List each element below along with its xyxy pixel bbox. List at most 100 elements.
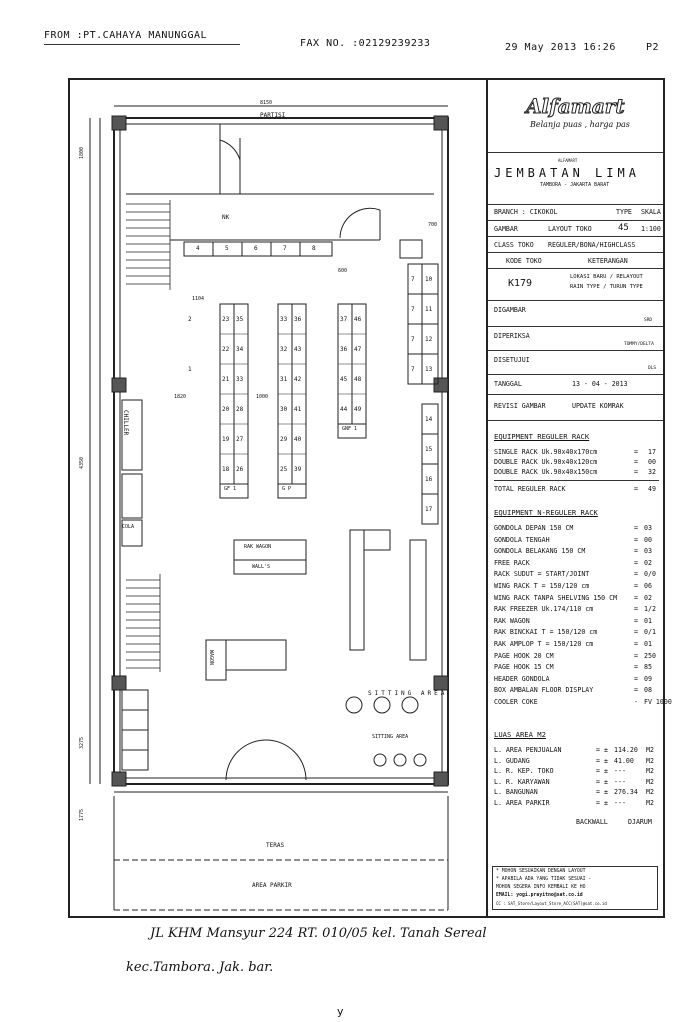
label-sitting-area: SITTING AREA	[372, 734, 409, 740]
note-4: EMAIL: yogi.prayitno@sat.co.id	[496, 893, 583, 898]
rack-c4-3: 42	[294, 376, 302, 383]
eq-nreg-row-value: 02	[644, 558, 652, 567]
gondola-right-b-3: 12	[425, 336, 433, 343]
dim-d3: 1000	[256, 394, 269, 400]
eq-nreg-row-value: 85	[644, 663, 652, 672]
type-value: 45	[618, 223, 629, 233]
eq-reg-row-3-val: 32	[648, 468, 656, 476]
fax-page: P2	[646, 42, 660, 53]
rack-c6-3: 48	[354, 376, 362, 383]
rack-c5-4: 44	[340, 406, 348, 413]
eq-nreg-row-label: HEADER GONDOLA	[494, 674, 550, 683]
luas-row-unit: M2	[646, 767, 654, 776]
drawing-sheet	[68, 78, 665, 918]
luas-row-eq: = ±	[596, 777, 608, 786]
djarum-label: DJARUM	[628, 818, 652, 826]
luas-row-unit: M2	[646, 777, 654, 786]
class-value: REGULER/BONA/HIGHCLASS	[548, 241, 636, 249]
rack-c6-4: 49	[354, 406, 362, 413]
skala-label: SKALA	[641, 208, 661, 216]
rack-c2-5: 27	[236, 436, 244, 443]
revisi-value: UPDATE KOMRAK	[572, 402, 624, 410]
note-2: * APABILA ADA YANG TIDAK SESUAI -	[496, 877, 592, 882]
diperiksa-value: TOMMY/DELTA	[624, 342, 654, 347]
eq-reg-row-1-eq: =	[634, 448, 638, 456]
eq-nreg-row-value: 06	[644, 582, 652, 590]
luas-row-unit: M2	[646, 799, 654, 807]
rack-c5-1: 37	[340, 316, 348, 323]
rack-c6-2: 47	[354, 346, 362, 353]
rack-c1-5: 19	[222, 436, 230, 443]
eq-reg-row-2-eq: =	[634, 458, 638, 466]
dim-d5: 3275	[79, 736, 86, 750]
kode-value: K179	[508, 278, 533, 289]
gondola-right-a-3: 7	[411, 336, 415, 343]
revisi-label: REVISI GAMBAR	[494, 402, 546, 410]
gondola-right-c-4: 17	[425, 506, 433, 513]
rack-c2-6: 26	[236, 466, 244, 473]
footer-mark: y	[337, 1005, 344, 1018]
total-reguler-eq: =	[634, 485, 638, 493]
rack-left-small-2: 1	[188, 366, 192, 373]
eq-nreg-row-value: 01	[644, 640, 652, 648]
luas-row-value: ---	[614, 799, 626, 807]
rack-c1-3: 21	[222, 376, 230, 383]
gondola-top-5: 8	[312, 245, 316, 252]
type-label: TYPE	[616, 208, 632, 216]
store-prefix: ALFAMART	[558, 158, 578, 163]
eq-nreg-row-label: FREE RACK	[494, 558, 530, 567]
gondola-right-b-4: 13	[425, 366, 433, 373]
rack-c3-6: 25	[280, 466, 288, 473]
eq-nreg-row-eq: =	[634, 570, 638, 579]
eq-nreg-row-eq: =	[634, 593, 638, 602]
eq-nreg-row-eq: =	[634, 582, 638, 590]
luas-row-unit: M2	[646, 788, 654, 797]
label-nk: NK	[222, 214, 230, 221]
store-location: TAMBORA - JAKARTA BARAT	[540, 182, 610, 188]
dim-d8: 1104	[192, 296, 205, 302]
gondola-top-2: 5	[225, 245, 229, 252]
eq-nreg-row-label: PAGE HOOK 20 CM	[494, 651, 554, 660]
luas-row-unit: M2	[646, 746, 654, 754]
gambar-label: GAMBAR	[494, 225, 518, 233]
eq-nreg-row-value: 1/2	[644, 605, 656, 614]
eq-nreg-row-label: COOLER COKE	[494, 698, 538, 706]
eq-reg-row-2-val: 00	[648, 458, 656, 466]
eq-reg-row-3: DOUBLE RACK Uk.90x40x150cm	[494, 468, 598, 476]
keterangan-label: KETERANGAN	[588, 257, 628, 265]
luas-title: LUAS AREA M2	[494, 730, 546, 739]
luas-row-value: 276.34	[614, 788, 638, 797]
eq-nreg-row-label: RAK BINCKAI T = 150/120 cm	[494, 628, 598, 637]
eq-nreg-row-eq: =	[634, 674, 638, 683]
digambar-value: SRD	[644, 318, 653, 323]
digambar-label: DIGAMBAR	[494, 306, 526, 314]
luas-row-eq: = ±	[596, 799, 608, 807]
eq-nreg-row-label: RAK FREEZER Uk.174/110 cm	[494, 605, 594, 614]
eq-reg-row-1-val: 17	[648, 448, 656, 456]
label-chiller: CHILLER	[122, 410, 129, 436]
dim-d9: 600	[338, 268, 348, 274]
rack-left-small-1: 2	[188, 316, 192, 323]
keterangan-1: LOKASI BARU / RELAYOUT	[570, 274, 643, 280]
backwall-label: BACKWALL	[576, 818, 608, 826]
label-area-parkir: AREA PARKIR	[252, 882, 292, 889]
floor-plan-drawing	[89, 105, 449, 911]
kode-label: KODE TOKO	[506, 257, 542, 265]
luas-row-value: ---	[614, 767, 626, 776]
rack-c4-5: 40	[294, 436, 302, 443]
luas-row-eq: = ±	[596, 746, 608, 754]
total-reguler-val: 49	[648, 485, 656, 493]
title-block: Alfamart Belanja puas , harga pas ALFAMA…	[486, 80, 672, 916]
eq-reg-row-1: SINGLE RACK Uk.90x40x170cm	[494, 448, 598, 456]
branch-label: BRANCH : CIKOKOL	[494, 208, 558, 216]
luas-row-label: L. AREA PENJUALAN	[494, 746, 562, 754]
fax-from: FROM :PT.CAHAYA MANUNGGAL	[44, 30, 208, 41]
eq-nreg-row-eq: =	[634, 628, 638, 637]
eq-nreg-row-label: GONDOLA DEPAN 150 CM	[494, 524, 574, 532]
eq-nreg-row-eq: =	[634, 535, 638, 544]
luas-row-label: L. AREA PARKIR	[494, 799, 550, 807]
rack-c3-4: 30	[280, 406, 288, 413]
rack-c4-1: 36	[294, 316, 302, 323]
notes-box: * MOHON SESUAIKAN DENGAN LAYOUT * APABIL…	[492, 866, 658, 910]
eq-nreg-row-label: GONDOLA TENGAH	[494, 535, 550, 544]
